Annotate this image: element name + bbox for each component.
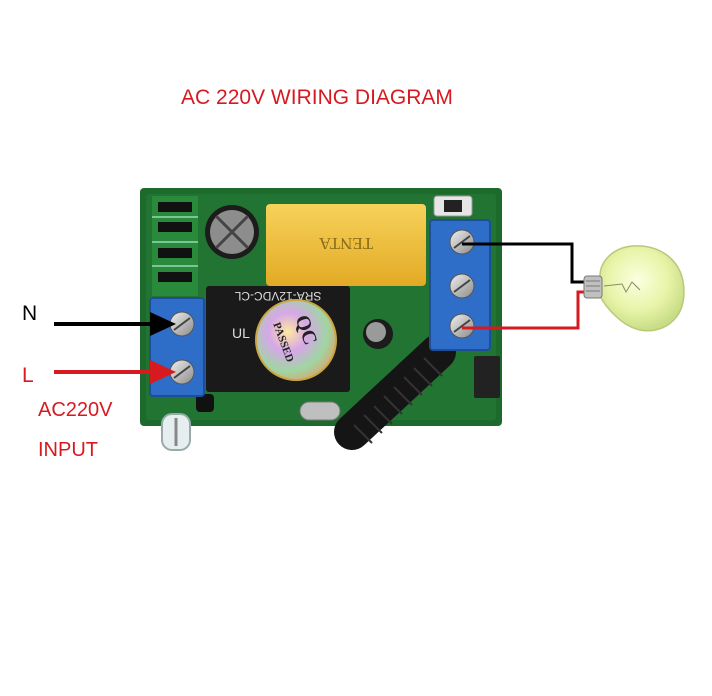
diagram-title: AC 220V WIRING DIAGRAM (181, 86, 453, 109)
crystal (299, 401, 341, 421)
light-bulb-icon (583, 245, 685, 332)
qc-passed-sticker: QC PASSED (255, 299, 337, 381)
output-neutral-wire (462, 242, 586, 284)
neutral-label: N (22, 302, 37, 325)
svg-text:UL: UL (232, 325, 250, 341)
diode-strip (152, 196, 198, 296)
input-terminal-block (149, 297, 205, 397)
output-terminal-block (429, 219, 491, 351)
input-label: INPUT (38, 439, 98, 461)
relay-board: TENTA SRA-12VDC-CL UL QC PASSED (140, 188, 502, 451)
live-label: L (22, 364, 34, 387)
input-voltage-label: AC220V (38, 399, 113, 421)
live-input-wire (54, 360, 176, 384)
capacitor-label: TENTA (318, 234, 373, 253)
output-live-wire (462, 290, 588, 330)
small-capacitor (363, 319, 393, 349)
fuse (161, 413, 191, 451)
antenna-coil (334, 334, 456, 450)
electrolytic-capacitor (205, 205, 259, 259)
neutral-input-wire (54, 312, 176, 336)
film-capacitor: TENTA (266, 204, 426, 286)
